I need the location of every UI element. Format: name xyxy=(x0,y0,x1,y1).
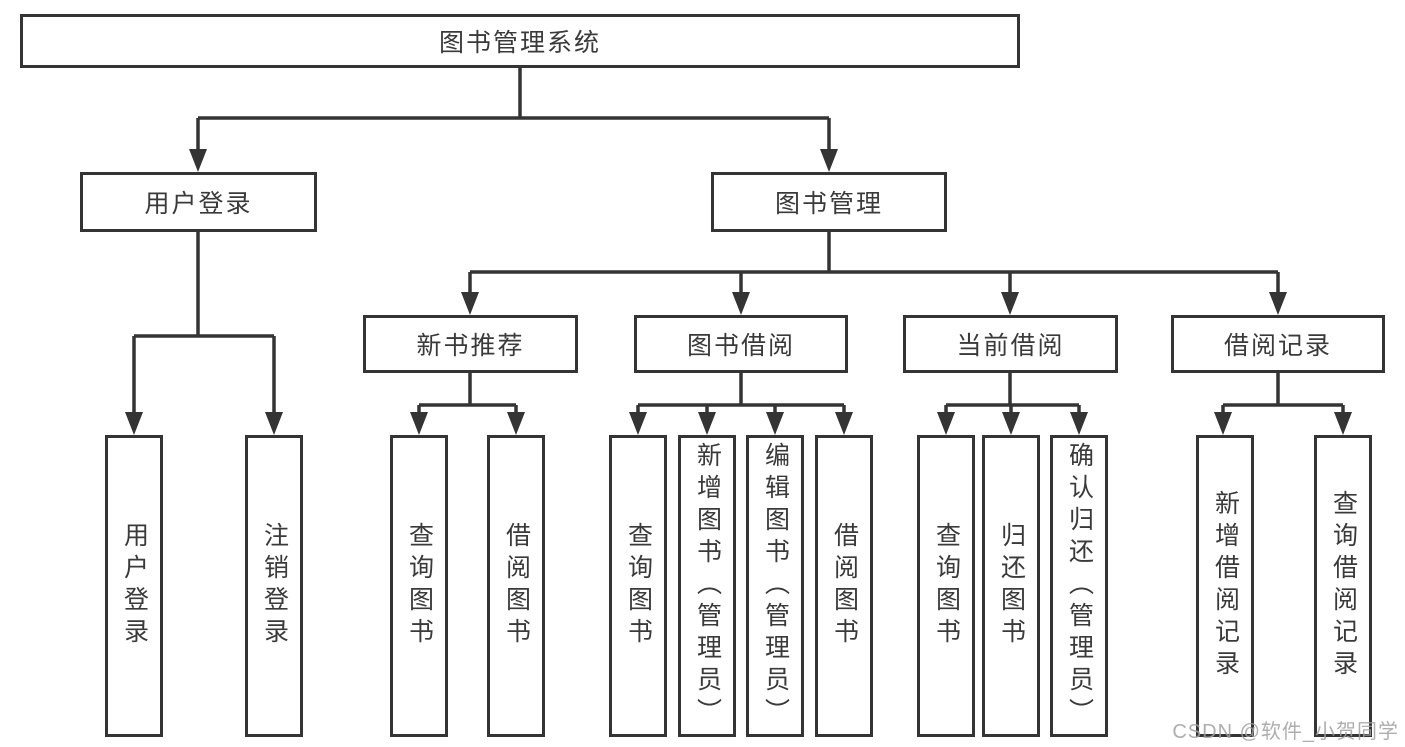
leaf-query-borrow-record: 查询借阅记录 xyxy=(1314,435,1372,737)
node-book-borrow: 图书借阅 xyxy=(634,315,848,373)
leaf-edit-book-admin: 编辑图书（管理员） xyxy=(746,435,804,737)
leaf-query-book-1: 查询图书 xyxy=(390,435,448,737)
node-borrow-record: 借阅记录 xyxy=(1171,315,1385,373)
leaf-add-borrow-record: 新增借阅记录 xyxy=(1196,435,1254,737)
connector-userlogin-to-leaves xyxy=(132,232,276,415)
connector-bookmgmt-to-level3 xyxy=(468,232,1280,295)
watermark: CSDN @软件_小贺同学 xyxy=(1172,721,1399,743)
arrowheads xyxy=(125,149,1352,435)
connector-bookborrow-to-leaves xyxy=(636,373,846,415)
node-current-borrow: 当前借阅 xyxy=(903,315,1118,373)
leaf-borrow-book-1: 借阅图书 xyxy=(487,435,545,737)
leaf-add-book-admin: 新增图书（管理员） xyxy=(678,435,736,737)
node-library-system: 图书管理系统 xyxy=(20,14,1020,68)
node-book-management: 图书管理 xyxy=(711,172,947,232)
leaf-borrow-book-2: 借阅图书 xyxy=(815,435,873,737)
leaf-query-book-3: 查询图书 xyxy=(917,435,975,737)
leaf-user-login: 用户登录 xyxy=(105,435,163,737)
leaf-confirm-return-admin: 确认归还（管理员） xyxy=(1050,435,1108,737)
connector-newbookrec-to-leaves xyxy=(417,373,518,415)
connector-currentborrow-to-leaves xyxy=(944,373,1081,415)
node-new-book-recommend: 新书推荐 xyxy=(363,315,578,373)
leaf-return-book: 归还图书 xyxy=(982,435,1040,737)
connector-borrowrecord-to-leaves xyxy=(1221,373,1345,415)
leaf-query-book-2: 查询图书 xyxy=(609,435,667,737)
node-user-login: 用户登录 xyxy=(80,172,317,232)
leaf-logout: 注销登录 xyxy=(245,435,303,737)
connector-root-to-level2 xyxy=(196,68,831,152)
